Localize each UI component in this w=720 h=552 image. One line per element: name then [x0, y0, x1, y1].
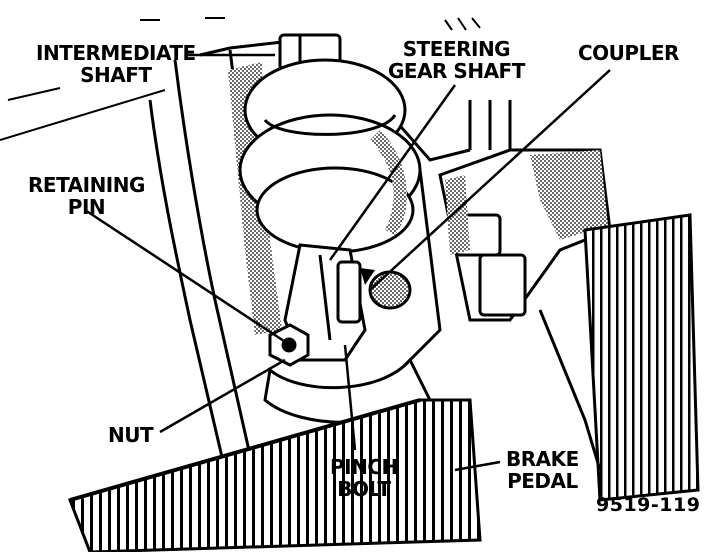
background-lines — [0, 17, 481, 141]
figure-number: 9519-119 — [596, 494, 701, 516]
mount-shading — [530, 150, 608, 240]
boot-shading — [370, 130, 407, 235]
label-pinch-bolt: PINCH BOLT — [330, 455, 398, 501]
label-coupler: COUPLER — [578, 41, 679, 65]
label-steering-gear-shaft: STEERING GEAR SHAFT — [388, 37, 525, 83]
label-brake-pedal: BRAKE PEDAL — [506, 447, 579, 493]
coupler-yoke — [283, 243, 367, 362]
coupler-arrow — [360, 268, 375, 285]
label-nut: NUT — [108, 423, 154, 447]
label-retaining-pin: RETAINING PIN — [28, 173, 145, 219]
brake-pedal-pad — [538, 213, 700, 502]
bracket-shading — [445, 175, 470, 255]
label-intermediate-shaft: INTERMEDIATE SHAFT — [36, 41, 196, 87]
leader-lines — [84, 53, 611, 472]
floor-pedal — [68, 398, 482, 552]
